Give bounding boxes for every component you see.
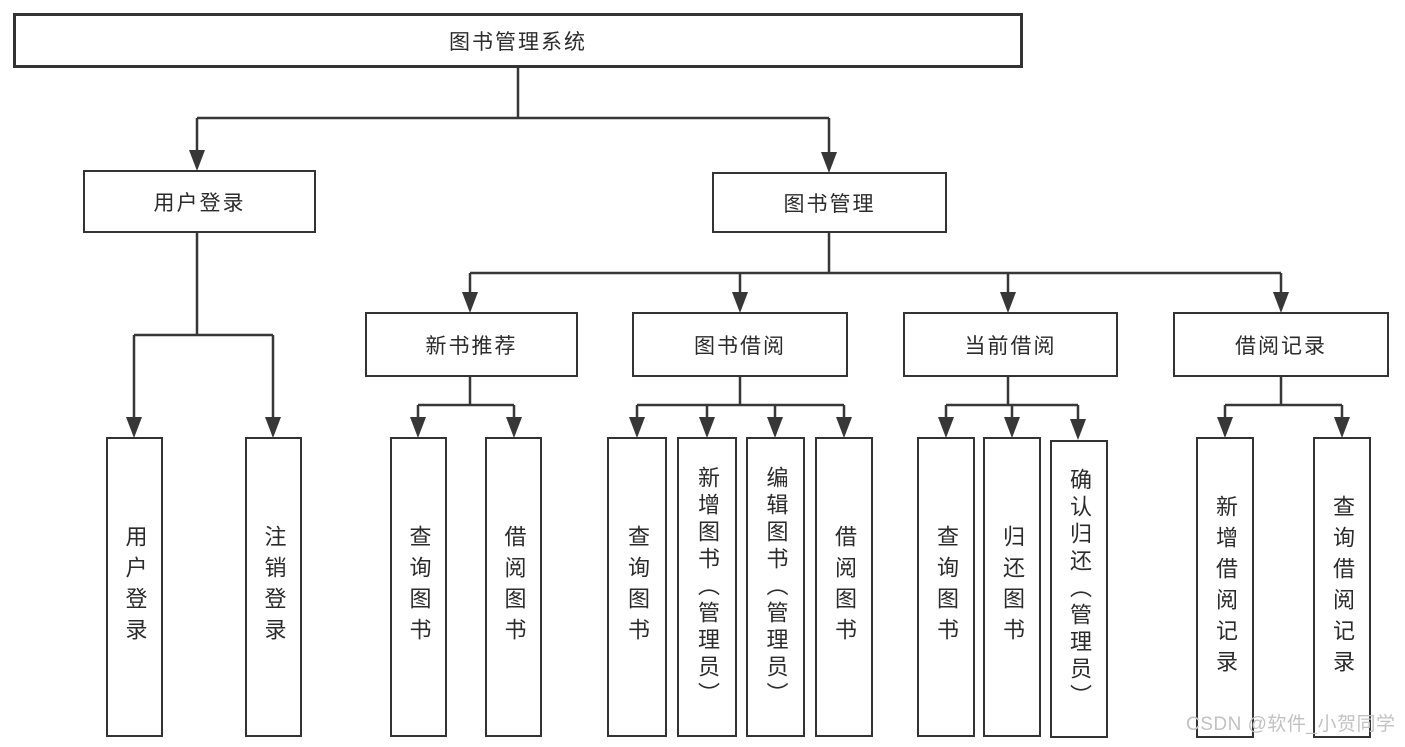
leaf-edit-book-admin: 编辑图书（管理员） xyxy=(746,437,805,737)
node-user-login: 用户登录 xyxy=(83,170,316,233)
node-root-system: 图书管理系统 xyxy=(13,13,1023,68)
node-book-borrow: 图书借阅 xyxy=(632,312,848,377)
node-borrow-records-label: 借阅记录 xyxy=(1235,334,1327,358)
node-current-borrow: 当前借阅 xyxy=(903,312,1118,377)
leaf-logout: 注销登录 xyxy=(245,437,302,737)
node-new-book-recommend: 新书推荐 xyxy=(365,312,578,377)
leaf-recommend-query-books: 查询图书 xyxy=(390,437,447,737)
leaf-recommend-borrow-books: 借阅图书 xyxy=(485,437,542,737)
leaf-borrow-query-books: 查询图书 xyxy=(607,437,667,737)
node-new-book-recommend-label: 新书推荐 xyxy=(425,334,518,358)
connector-root-to-level2 xyxy=(189,68,837,173)
connector-user-login-to-leaves xyxy=(126,233,281,438)
leaf-user-login: 用户登录 xyxy=(106,437,163,737)
watermark: CSDN @软件_小贺同学 xyxy=(1186,714,1396,735)
leaf-confirm-return-admin: 确认归还（管理员） xyxy=(1050,440,1108,738)
leaf-return-books: 归还图书 xyxy=(983,437,1041,737)
node-current-borrow-label: 当前借阅 xyxy=(964,334,1057,358)
leaf-add-borrow-record: 新增借阅记录 xyxy=(1196,437,1254,738)
node-book-borrow-label: 图书借阅 xyxy=(694,334,786,358)
node-book-management-label: 图书管理 xyxy=(783,192,876,216)
leaf-add-book-admin: 新增图书（管理员） xyxy=(677,437,737,737)
node-root-label: 图书管理系统 xyxy=(449,30,587,54)
node-user-login-label: 用户登录 xyxy=(153,191,246,215)
leaf-borrow-borrow-books: 借阅图书 xyxy=(815,437,873,737)
connector-book-management-to-level3 xyxy=(462,233,1289,313)
node-book-management: 图书管理 xyxy=(712,172,947,233)
leaf-current-query-books: 查询图书 xyxy=(917,437,975,737)
node-borrow-records: 借阅记录 xyxy=(1173,312,1389,377)
connector-records-to-leaves xyxy=(1217,377,1350,438)
connector-recommend-to-leaves xyxy=(410,377,522,438)
leaf-query-borrow-record: 查询借阅记录 xyxy=(1313,437,1371,738)
connector-current-to-leaves xyxy=(938,377,1086,440)
connector-borrow-to-leaves xyxy=(629,377,852,438)
